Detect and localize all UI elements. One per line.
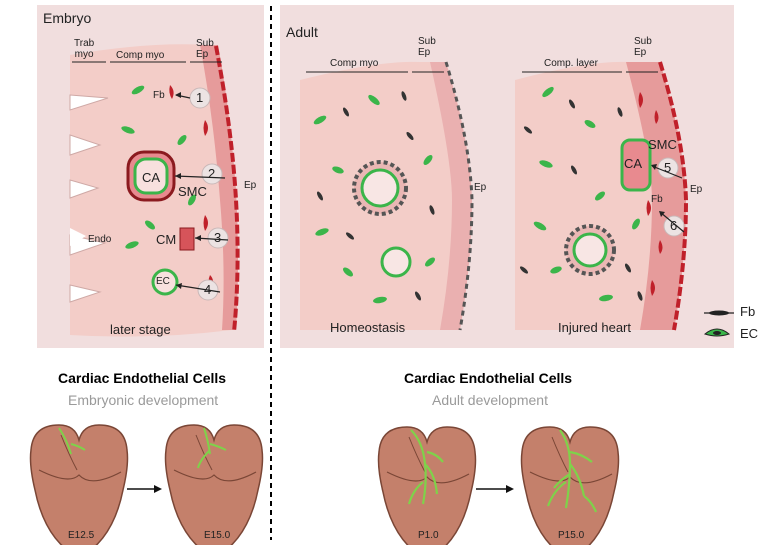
heart-p15-0 [522, 427, 619, 545]
stage-label-e12-5: E12.5 [68, 530, 94, 541]
stage-label-e15-0: E15.0 [204, 530, 230, 541]
stage-label-p15-0: P15.0 [558, 530, 584, 541]
stage-label-p1-0: P1.0 [418, 530, 439, 541]
heart-e15-0 [166, 425, 263, 545]
heart-e12-5 [31, 425, 128, 545]
heart-p1-0 [379, 427, 476, 545]
